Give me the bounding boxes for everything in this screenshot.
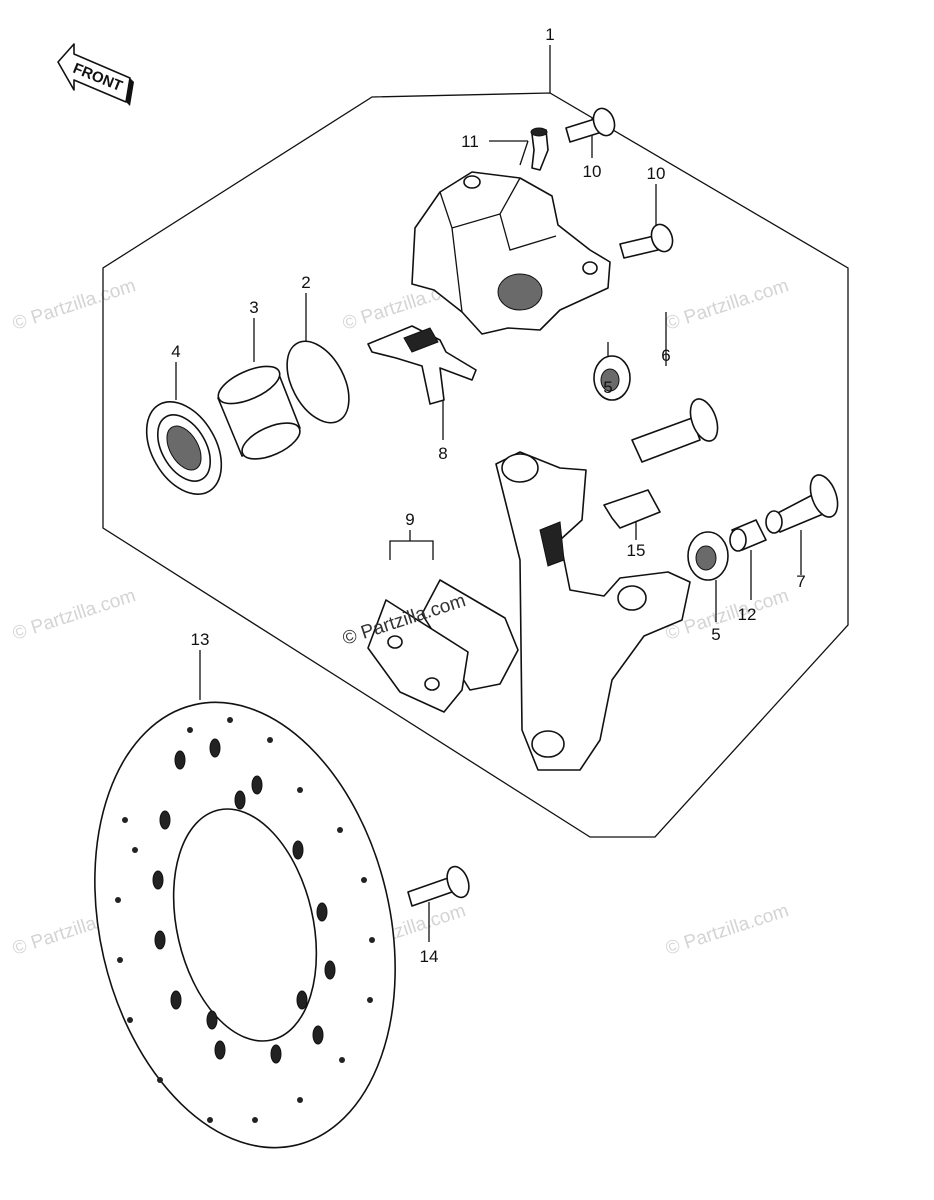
part-15-spring [603,489,661,529]
assembly-boundary [102,92,849,838]
callout-1: 1 [545,25,554,44]
part-13-brake-disc [94,701,396,1149]
callout-11: 11 [461,132,479,151]
part-14-bolt [407,865,470,907]
part-5-boot-upper [593,355,631,401]
callout-12: 12 [738,605,757,624]
callout-14: 14 [420,947,439,966]
part-10-bolt-upper [565,107,616,143]
watermark: © Partzilla.com [10,275,138,335]
watermark: © Partzilla.com [663,275,791,335]
part-2-o-ring [286,340,350,424]
watermark: © Partzilla.com [10,585,138,645]
part-5-boot-lower [687,531,729,581]
part-6-pin [631,398,719,463]
part-4-seal [145,401,223,495]
callout-3: 3 [249,298,258,317]
callout-8: 8 [438,444,447,463]
callout-10-lower: 10 [647,164,666,183]
callout-6: 6 [661,346,670,365]
part-12-sleeve [729,519,767,552]
part-10-bolt-lower [619,223,674,259]
caliper-bracket [495,451,691,771]
callout-5: 5 [603,378,612,397]
watermark: © Partzilla.com [663,900,791,960]
callout-15: 15 [627,541,646,560]
callout-labels: 1 2 3 4 5 6 7 8 9 10 10 11 12 13 14 15 5 [171,25,805,966]
callout-13: 13 [191,630,210,649]
callout-4: 4 [171,342,180,361]
part-3-piston [217,365,301,460]
part-11-bleed-valve [530,127,549,171]
part-7-pin [765,474,839,534]
part-9-brake-pads [367,579,519,713]
part-8-spring-clip [367,325,477,405]
front-arrow: FRONT [57,43,134,106]
callout-2: 2 [301,273,310,292]
callout-7: 7 [796,572,805,591]
callout-5-lower: 5 [711,625,720,644]
callout-9: 9 [405,510,414,529]
callout-10-upper: 10 [583,162,602,181]
part-1-caliper [411,171,611,335]
